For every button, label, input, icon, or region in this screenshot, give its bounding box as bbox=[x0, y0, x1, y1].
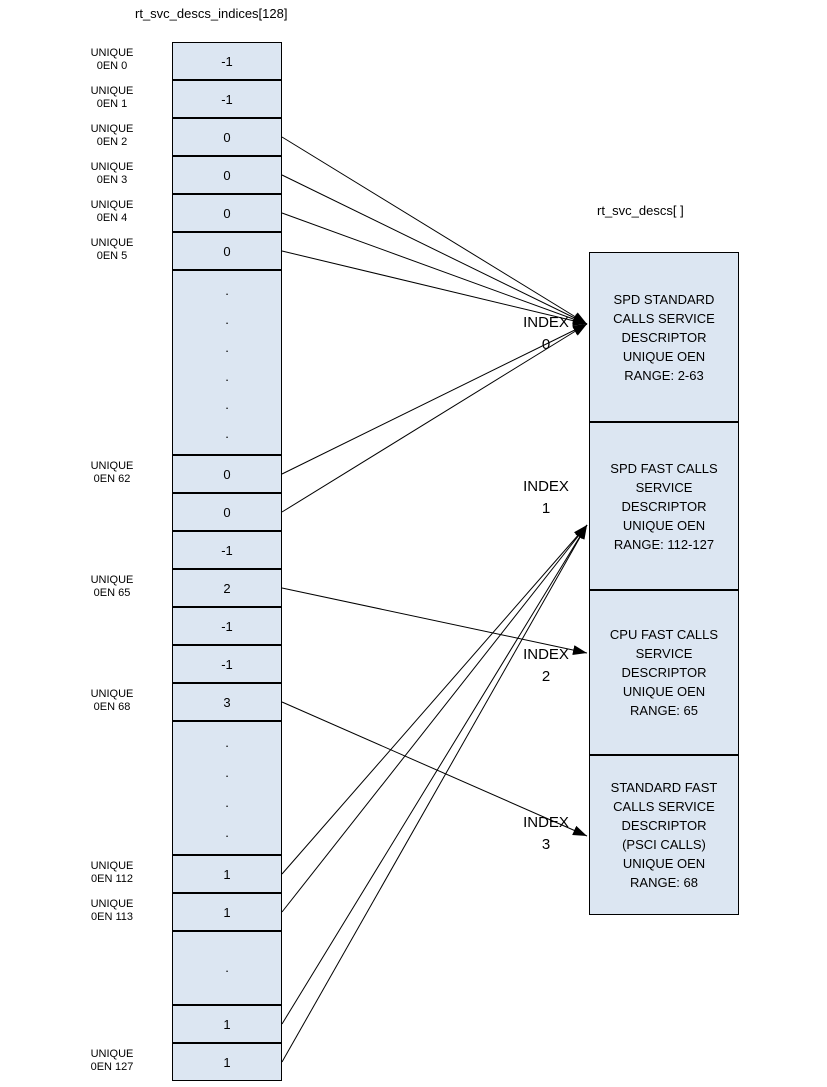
array-cell: 0 bbox=[172, 232, 282, 270]
array-cell-dots: . bbox=[172, 931, 282, 1005]
array-cell-dots: ...... bbox=[172, 270, 282, 455]
array-cell: -1 bbox=[172, 80, 282, 118]
array-cell: 0 bbox=[172, 194, 282, 232]
connector-line bbox=[281, 136, 588, 325]
array-cell: 3 bbox=[172, 683, 282, 721]
array-cell: 0 bbox=[172, 455, 282, 493]
array-cell: 0 bbox=[172, 493, 282, 531]
service-descriptor-box: SPD STANDARD CALLS SERVICE DESCRIPTOR UN… bbox=[589, 252, 739, 422]
left-array-title: rt_svc_descs_indices[128] bbox=[135, 6, 288, 21]
array-cell: 0 bbox=[172, 118, 282, 156]
array-cell: 1 bbox=[172, 1005, 282, 1043]
array-cell: -1 bbox=[172, 531, 282, 569]
oen-label: UNIQUE 0EN 1 bbox=[90, 85, 134, 110]
ellipsis-dot: . bbox=[225, 340, 229, 356]
array-cell: 1 bbox=[172, 893, 282, 931]
right-array-title: rt_svc_descs[ ] bbox=[597, 203, 684, 218]
array-cell: 0 bbox=[172, 156, 282, 194]
connector-line bbox=[281, 174, 588, 325]
ellipsis-dot: . bbox=[225, 283, 229, 299]
oen-label: UNIQUE 0EN 4 bbox=[90, 199, 134, 224]
ellipsis-dot: . bbox=[225, 795, 229, 810]
array-cell: -1 bbox=[172, 645, 282, 683]
oen-label: UNIQUE 0EN 3 bbox=[90, 161, 134, 186]
index-label: INDEX 1 bbox=[523, 478, 569, 517]
oen-label: UNIQUE 0EN 2 bbox=[90, 123, 134, 148]
index-label: INDEX 3 bbox=[523, 814, 569, 853]
oen-label: UNIQUE 0EN 0 bbox=[90, 47, 134, 72]
array-cell: 2 bbox=[172, 569, 282, 607]
array-cell-dots: .... bbox=[172, 721, 282, 855]
ellipsis-dot: . bbox=[225, 735, 229, 750]
index-label: INDEX 0 bbox=[523, 314, 569, 353]
oen-label: UNIQUE 0EN 65 bbox=[90, 574, 134, 599]
service-descriptor-box: SPD FAST CALLS SERVICE DESCRIPTOR UNIQUE… bbox=[589, 422, 739, 590]
array-cell: 1 bbox=[172, 855, 282, 893]
ellipsis-dot: . bbox=[225, 397, 229, 413]
service-descriptor-box: CPU FAST CALLS SERVICE DESCRIPTOR UNIQUE… bbox=[589, 590, 739, 755]
ellipsis-dot: . bbox=[225, 960, 229, 975]
ellipsis-dot: . bbox=[225, 311, 229, 327]
oen-label: UNIQUE 0EN 68 bbox=[90, 688, 134, 713]
index-label: INDEX 2 bbox=[523, 646, 569, 685]
connector-line bbox=[281, 524, 588, 1025]
ellipsis-dot: . bbox=[225, 425, 229, 441]
service-descriptor-box: STANDARD FAST CALLS SERVICE DESCRIPTOR (… bbox=[589, 755, 739, 915]
connector-line bbox=[281, 524, 588, 1063]
ellipsis-dot: . bbox=[225, 368, 229, 384]
array-cell: 1 bbox=[172, 1043, 282, 1081]
oen-label: UNIQUE 0EN 5 bbox=[90, 237, 134, 262]
array-cell: -1 bbox=[172, 607, 282, 645]
oen-label: UNIQUE 0EN 112 bbox=[90, 860, 134, 885]
oen-label: UNIQUE 0EN 62 bbox=[90, 460, 134, 485]
ellipsis-dot: . bbox=[225, 765, 229, 780]
oen-label: UNIQUE 0EN 113 bbox=[90, 898, 134, 923]
oen-label: UNIQUE 0EN 127 bbox=[90, 1048, 134, 1073]
connector-line bbox=[281, 212, 588, 325]
ellipsis-dot: . bbox=[225, 825, 229, 840]
array-cell: -1 bbox=[172, 42, 282, 80]
